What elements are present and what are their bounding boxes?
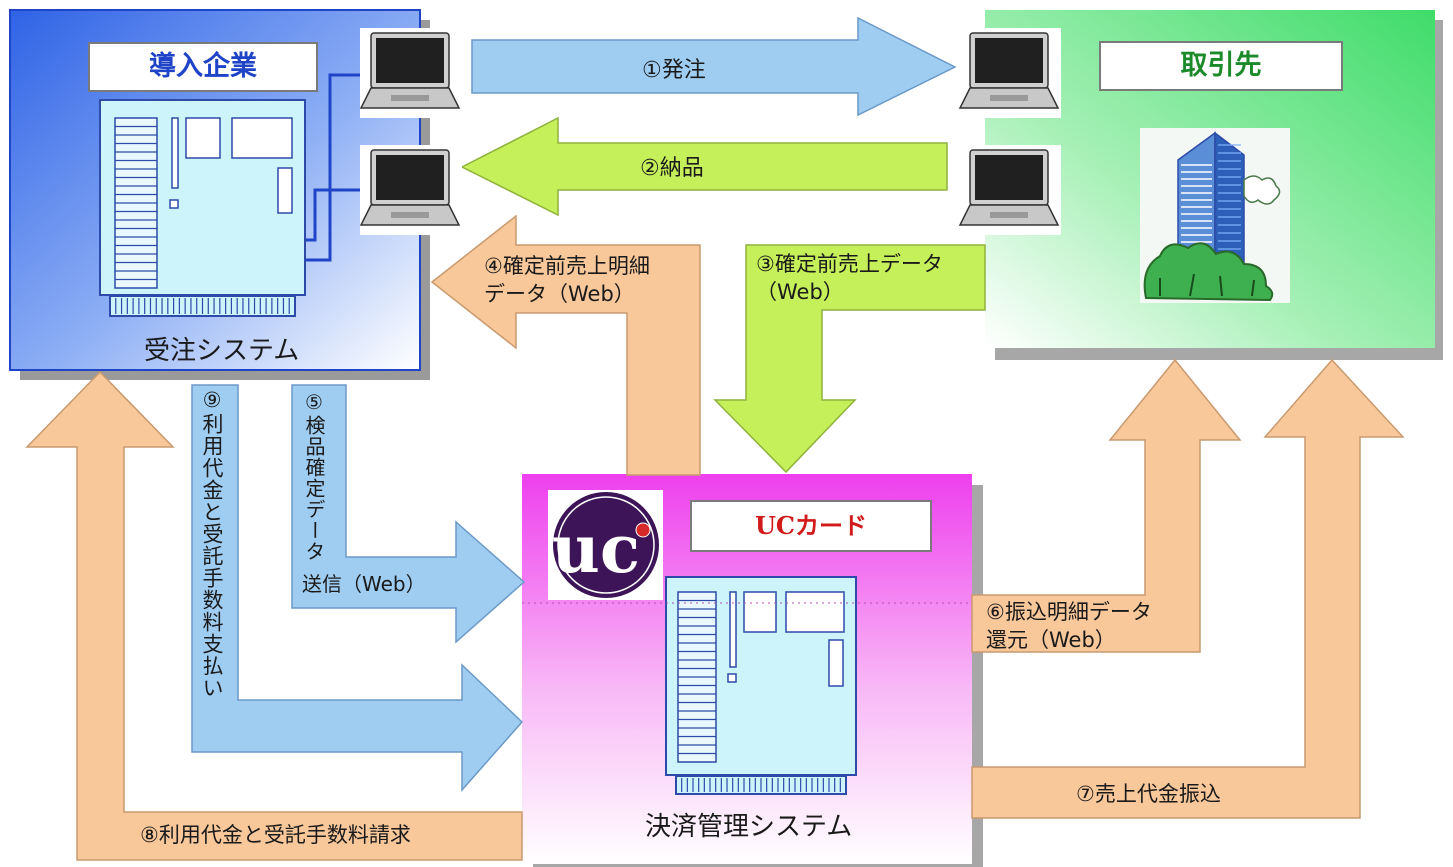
uc-title: UCカード bbox=[690, 500, 932, 552]
network-line-1 bbox=[295, 73, 362, 262]
uc-title-text: UCカード bbox=[754, 511, 868, 540]
laptop-icon bbox=[958, 28, 1061, 118]
arrow-delivery bbox=[460, 116, 948, 217]
flow-payment-label: ⑨利用代金と受託手数料支払い bbox=[200, 388, 224, 699]
flow-inspection-line1: ⑤検品確定データ bbox=[302, 390, 326, 562]
client-title: 導入企業 bbox=[88, 42, 318, 92]
flow-transfer-detail-line2: 還元（Web） bbox=[986, 628, 1116, 652]
flow-transfer-detail-line1: ⑥振込明細データ bbox=[986, 600, 1152, 624]
arrow-payment bbox=[191, 384, 524, 792]
arrow-sales-transfer bbox=[971, 358, 1405, 819]
flow-presales-detail-line2: データ（Web） bbox=[484, 282, 635, 306]
uc-logo: uc bbox=[548, 490, 663, 600]
arrow-transfer-detail bbox=[971, 358, 1242, 653]
laptop-icon bbox=[958, 145, 1061, 235]
flow-sales-transfer-label: ⑦売上代金振込 bbox=[1076, 782, 1221, 806]
arrow-presales-detail bbox=[430, 214, 701, 476]
laptops bbox=[359, 28, 1061, 235]
flow-presales-data-label: ③確定前売上データ （Web） bbox=[756, 250, 943, 306]
partner-title-text: 取引先 bbox=[1180, 50, 1262, 81]
uc-server-vent-stripes bbox=[678, 599, 716, 755]
building-icon bbox=[1140, 128, 1290, 303]
arrow-presales-data bbox=[713, 244, 986, 474]
flow-billing-label: ⑧利用代金と受託手数料請求 bbox=[140, 823, 411, 847]
server-connector bbox=[115, 298, 290, 314]
arrow-order bbox=[471, 16, 957, 117]
flow-order-label: ①発注 bbox=[642, 58, 706, 83]
flow-inspection-line2: 送信（Web） bbox=[302, 572, 426, 596]
arrow-inspection bbox=[291, 384, 526, 644]
partner-title: 取引先 bbox=[1099, 41, 1343, 91]
flow-presales-detail-line1: ④確定前売上明細 bbox=[484, 254, 650, 278]
flow-transfer-detail-label: ⑥振込明細データ 還元（Web） bbox=[986, 598, 1152, 654]
uc-system-label: 決済管理システム bbox=[645, 812, 853, 842]
uc-logo-text: uc bbox=[552, 510, 640, 588]
arrow-billing bbox=[25, 370, 523, 861]
flow-presales-data-line2: （Web） bbox=[756, 280, 844, 304]
laptop-icon bbox=[359, 145, 462, 235]
laptop-icon bbox=[359, 28, 462, 118]
flow-presales-detail-label: ④確定前売上明細 データ（Web） bbox=[484, 252, 650, 308]
uc-server-connector bbox=[681, 778, 841, 792]
server-icon bbox=[99, 99, 306, 317]
flow-presales-data-line1: ③確定前売上データ bbox=[756, 252, 943, 276]
flow-delivery-label: ②納品 bbox=[640, 156, 704, 181]
client-system-label: 受注システム bbox=[144, 336, 300, 366]
client-title-text: 導入企業 bbox=[149, 51, 257, 82]
server-vent-stripes bbox=[115, 125, 157, 281]
